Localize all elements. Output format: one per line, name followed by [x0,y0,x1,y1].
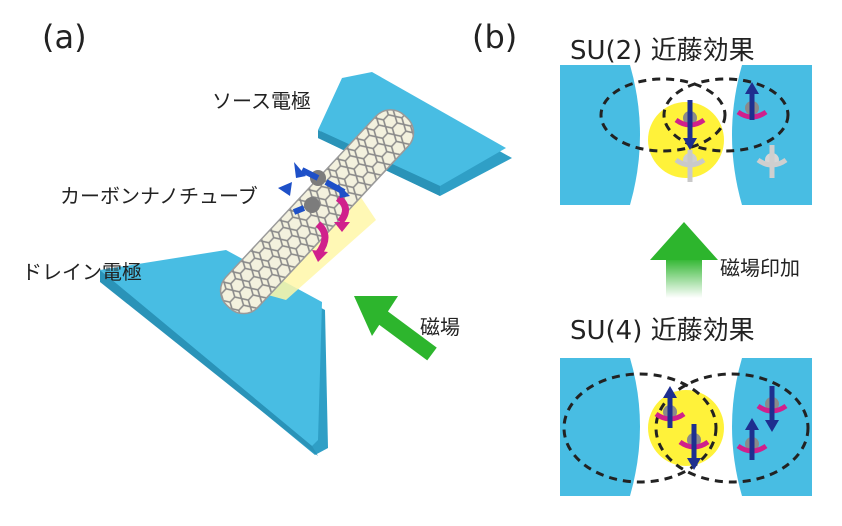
su4-kondo-title: SU(4) 近藤効果 [570,316,755,346]
apply-field-label: 磁場印加 [720,256,800,280]
source-electrode-label: ソース電極 [212,89,311,113]
drain-electrode-label: ドレイン電極 [22,260,142,284]
magnetic-field-label: 磁場 [420,315,460,339]
su4-diagram [560,358,812,496]
orbital-arrows [312,195,350,262]
carbon-nanotube [219,109,415,315]
carbon-nanotube-label: カーボンナノチューブ [60,184,258,208]
apply-field-arrow [650,222,718,298]
su2-kondo-title: SU(2) 近藤効果 [570,36,755,66]
electron-spins [278,162,350,215]
panel-b-label: (b) [472,18,518,56]
panel-a-label: (a) [42,18,87,56]
magnetic-field-arrow [354,296,437,361]
su2-diagram [560,65,812,205]
